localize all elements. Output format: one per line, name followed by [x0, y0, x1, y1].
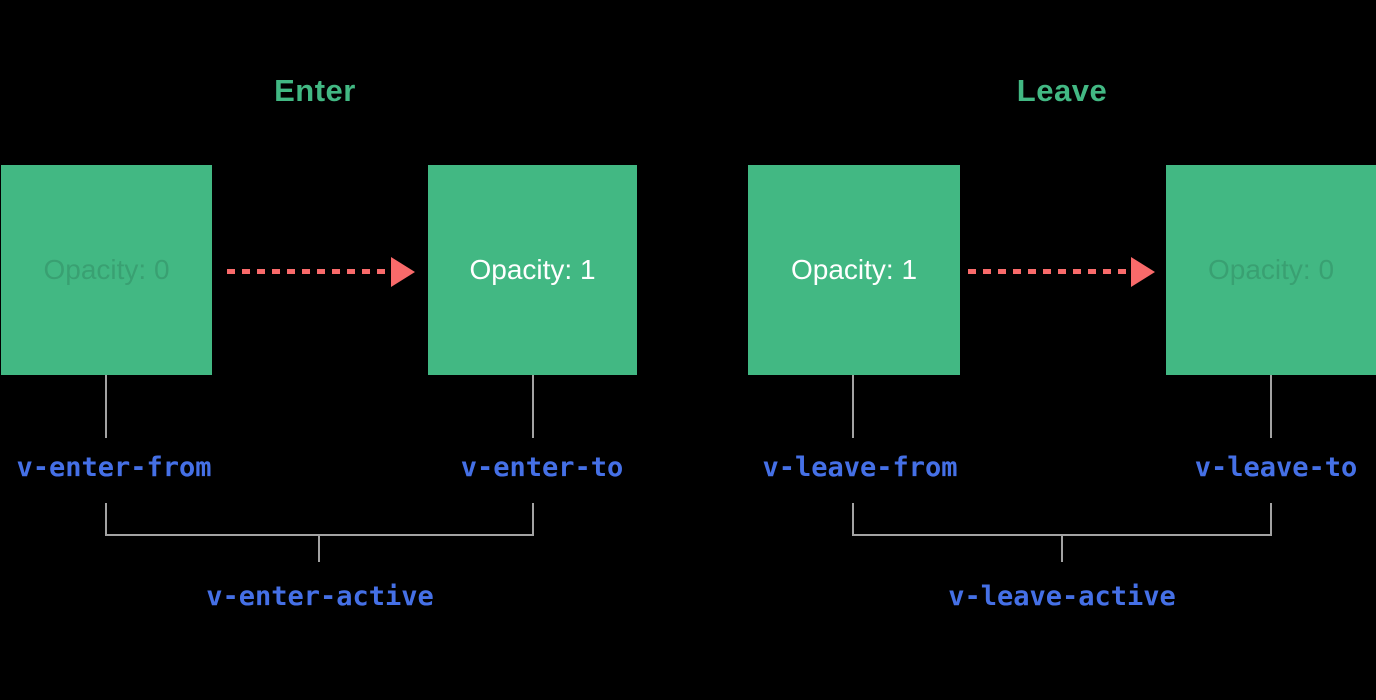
enter-to-opacity-text: Opacity: 1 — [469, 254, 596, 285]
leave-active-bracket — [852, 503, 1272, 536]
leave-phase-title: Leave — [1016, 73, 1108, 108]
leave-to-opacity-box: Opacity: 0 — [1166, 165, 1376, 375]
enter-from-opacity-text: Opacity: 0 — [43, 254, 170, 285]
leave-transition-dotted-arrow — [968, 269, 1131, 274]
class-label-v-leave-active: v-leave-active — [948, 581, 1176, 612]
enter-from-opacity-box: Opacity: 0 — [1, 165, 212, 375]
enter-active-bracket — [105, 503, 534, 536]
leave-to-opacity-text: Opacity: 0 — [1207, 254, 1335, 285]
leave-to-connector-line — [1270, 375, 1272, 438]
enter-phase-title: Enter — [274, 73, 356, 108]
enter-to-connector-line — [532, 375, 534, 438]
enter-from-connector-line — [105, 375, 107, 438]
class-label-v-enter-active: v-enter-active — [206, 581, 434, 612]
enter-transition-dotted-arrow — [227, 269, 391, 274]
leave-active-bracket-tick — [1061, 536, 1063, 562]
leave-from-connector-line — [852, 375, 854, 438]
leave-arrowhead-icon — [1131, 257, 1155, 287]
class-label-v-leave-to: v-leave-to — [1194, 452, 1358, 483]
class-label-v-leave-from: v-leave-from — [762, 452, 958, 483]
class-label-v-enter-from: v-enter-from — [16, 452, 212, 483]
enter-active-bracket-tick — [318, 536, 320, 562]
enter-arrowhead-icon — [391, 257, 415, 287]
class-label-v-enter-to: v-enter-to — [460, 452, 624, 483]
leave-from-opacity-text: Opacity: 1 — [790, 254, 918, 285]
leave-from-opacity-box: Opacity: 1 — [748, 165, 960, 375]
enter-to-opacity-box: Opacity: 1 — [428, 165, 637, 375]
